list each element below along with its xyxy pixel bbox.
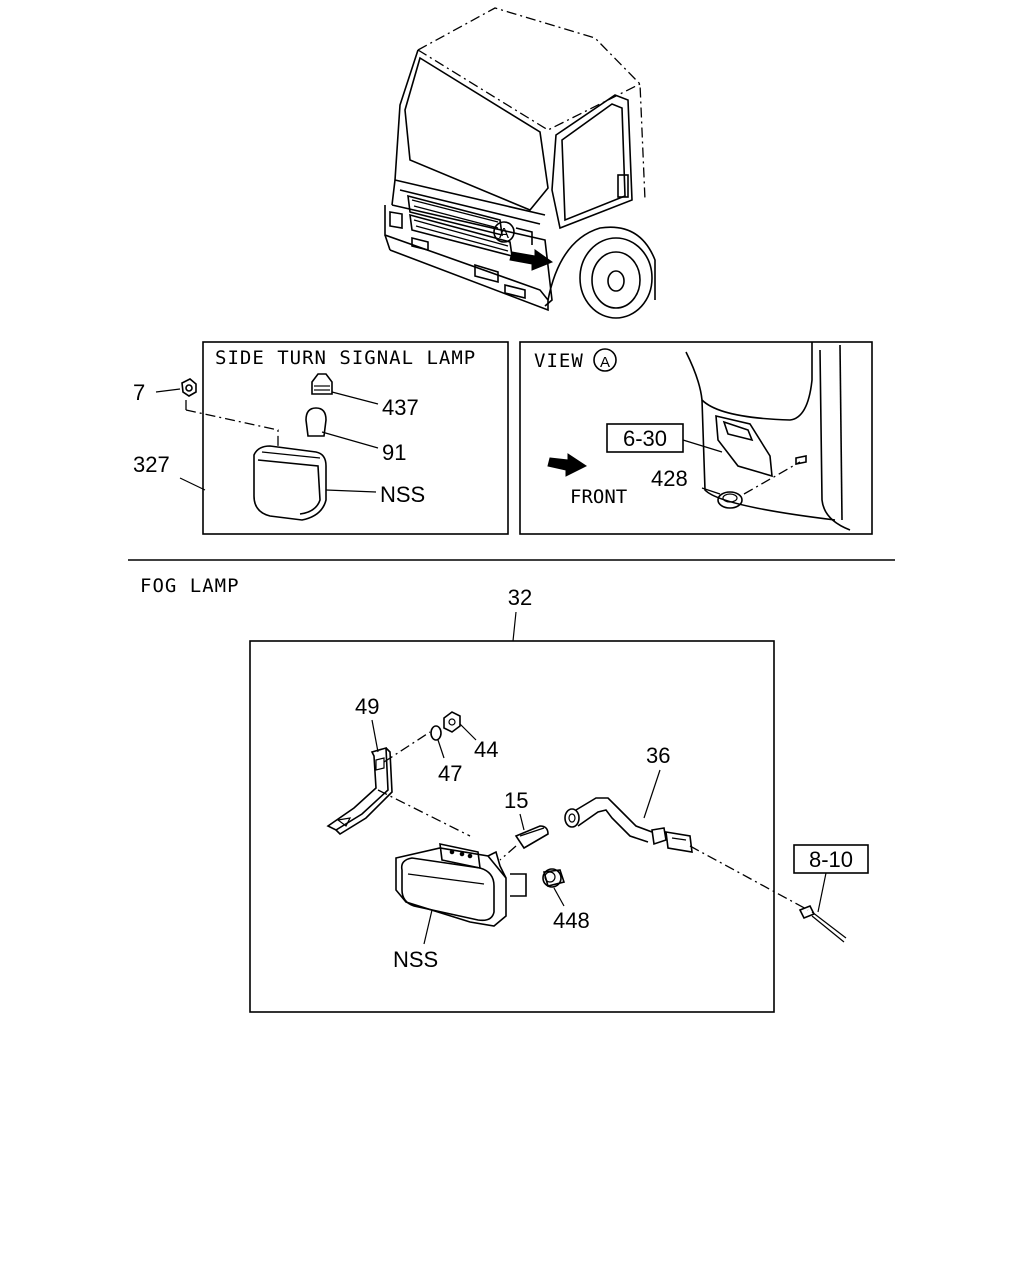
- truck-cab-illustration: A: [384, 7, 656, 319]
- part-label-91: 91: [382, 440, 406, 465]
- part-7-grommet: 7: [133, 378, 197, 405]
- part-448-grommet: 448: [510, 868, 590, 933]
- side-turn-signal-panel: SIDE TURN SIGNAL LAMP 7 437 91: [133, 341, 509, 535]
- part-91-bulb: 91: [305, 407, 406, 465]
- part-label-15: 15: [504, 788, 528, 813]
- view-a-frame: [519, 341, 873, 535]
- view-a-panel: VIEW A 6-30 428 FRONT: [519, 341, 873, 535]
- ref-label-8-10: 8-10: [809, 847, 853, 872]
- part-label-49: 49: [355, 694, 379, 719]
- part-44-nut: 44: [443, 711, 498, 762]
- part-15-bulb: 15: [504, 788, 549, 850]
- side-turn-signal-frame: [202, 341, 509, 535]
- fog-lamp-title: FOG LAMP: [140, 575, 240, 597]
- part-428-plug: 428: [651, 466, 743, 509]
- fog-lamp-body-nss: NSS: [393, 842, 507, 972]
- part-label-47: 47: [438, 761, 462, 786]
- part-label-327: 327: [133, 452, 170, 477]
- part-label-nss-fog: NSS: [393, 947, 438, 972]
- fog-lamp-assembly-frame: [249, 640, 775, 1013]
- part-label-428: 428: [651, 466, 688, 491]
- front-arrow-icon: [547, 453, 587, 477]
- part-label-nss-side: NSS: [380, 482, 425, 507]
- part-437-bulb-socket: 437: [311, 373, 419, 420]
- part-36-harness: 36: [564, 743, 693, 853]
- ref-box-6-30: [606, 423, 684, 453]
- part-47-washer: 47: [430, 725, 462, 786]
- part-label-36: 36: [646, 743, 670, 768]
- side-lamp-body-nss: NSS: [253, 445, 425, 521]
- truck-view-marker: A: [499, 225, 509, 242]
- part-label-448: 448: [553, 908, 590, 933]
- part-label-32: 32: [508, 585, 532, 610]
- part-label-437: 437: [382, 395, 419, 420]
- part-label-7: 7: [133, 380, 145, 405]
- part-49-bracket: 49: [326, 694, 393, 836]
- front-label: FRONT: [570, 486, 627, 508]
- ref-box-8-10: 8-10: [793, 844, 869, 943]
- view-a-title: VIEW: [534, 350, 584, 372]
- part-label-44: 44: [474, 737, 498, 762]
- ref-label-6-30: 6-30: [623, 426, 667, 451]
- side-turn-signal-title: SIDE TURN SIGNAL LAMP: [215, 347, 476, 369]
- view-a-marker: A: [600, 354, 610, 371]
- fog-lamp-section: FOG LAMP 32 49 47 44: [140, 575, 869, 1013]
